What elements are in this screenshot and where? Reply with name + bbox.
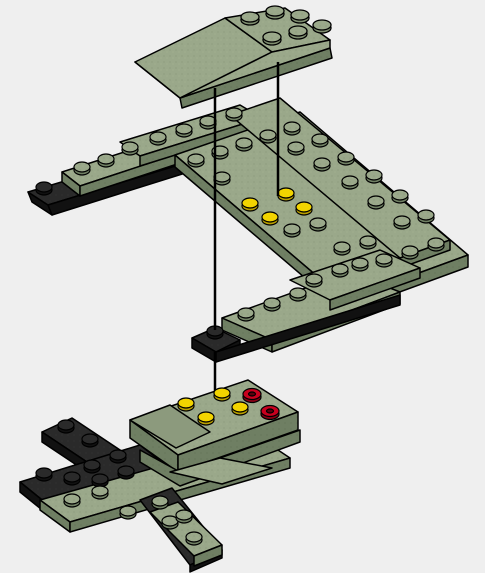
upper-frame-assembly xyxy=(28,98,468,362)
lower-base-assembly xyxy=(20,380,300,572)
